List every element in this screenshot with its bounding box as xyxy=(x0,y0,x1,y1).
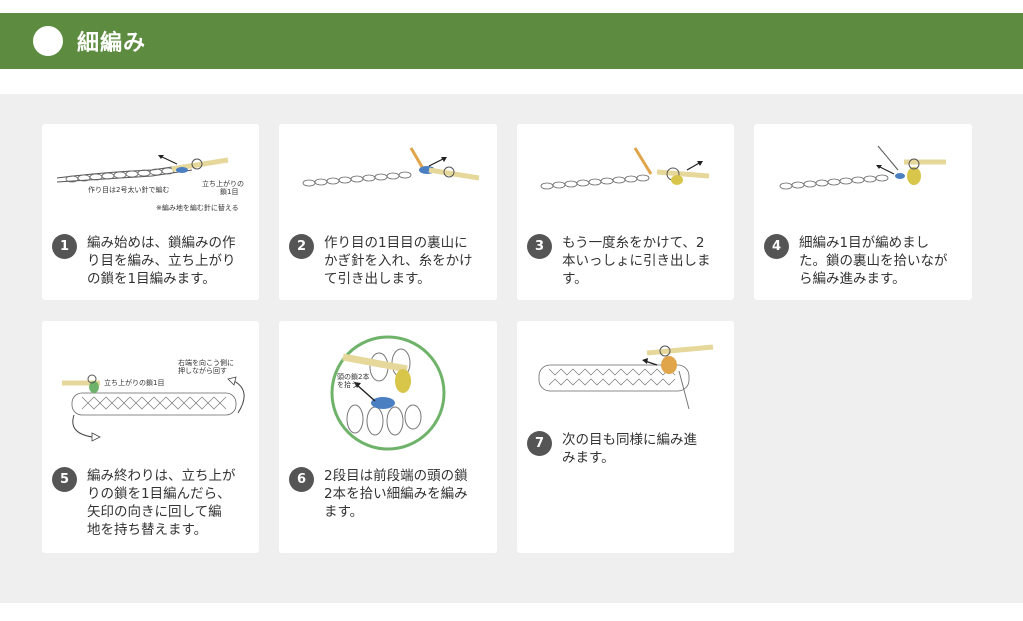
page-header: 細編み xyxy=(0,13,1023,69)
step-card-7: 7 次の目も同様に編み進 みます。 xyxy=(517,321,734,553)
label-push-right-end-2: 押しながら回す xyxy=(178,366,227,375)
label-turning-chain: 立ち上がりの xyxy=(202,179,244,188)
step-number-badge: 7 xyxy=(527,431,552,456)
continue-row-illustration xyxy=(538,344,714,410)
step-card-6: 頭の鎖2本 を拾う 6 2段目は前段端の頭の鎖 2本を拾い細編みを編み ます。 xyxy=(279,321,497,553)
single-crochet-done-illustration xyxy=(779,145,946,190)
step-text: もう一度糸をかけて、2 本いっしょに引き出しま す。 xyxy=(562,235,711,287)
step-text: 作り目の1目目の裏山に かぎ針を入れ、糸をかけ て引き出します。 xyxy=(324,235,473,287)
step-text: 2段目は前段端の頭の鎖 2本を拾い細編みを編み ます。 xyxy=(324,468,468,520)
page-title: 細編み xyxy=(77,31,147,56)
step-text: 次の目も同様に編み進 みます。 xyxy=(562,432,697,466)
label-pick-two-loops-2: を拾う xyxy=(337,380,358,389)
step-number-badge: 6 xyxy=(289,467,314,492)
label-pick-two-loops: 頭の鎖2本 xyxy=(337,372,369,381)
step-card-2: 2 作り目の1目目の裏山に かぎ針を入れ、糸をかけ て引き出します。 xyxy=(279,124,497,300)
step-text: 編み終わりは、立ち上が りの鎖を1目編んだら、 矢印の向きに回して編 地を持ち替… xyxy=(87,468,236,538)
step-number-badge: 2 xyxy=(289,234,314,259)
label-base-chain: 作り目は2号太い針で編む xyxy=(88,185,169,194)
step-card-4: 4 細編み1目が編めまし た。鎖の裏山を拾いなが ら編み進みます。 xyxy=(754,124,972,300)
label-swap-hook: ※編み地を編む針に替える xyxy=(156,203,239,212)
pick-up-loops-illustration: 頭の鎖2本 を拾う xyxy=(330,335,446,451)
insert-hook-illustration xyxy=(302,147,480,187)
pull-through-illustration xyxy=(540,147,710,190)
step-text: 編み始めは、鎖編みの作 り目を編み、立ち上がり の鎖を1目編みます。 xyxy=(87,235,236,287)
turn-work-illustration: 右端を向こう側に 押しながら回す 立ち上がりの鎖1目 xyxy=(62,358,245,442)
label-turning-chain-2: 鎖1目 xyxy=(220,187,238,196)
step-number-badge: 4 xyxy=(764,234,789,259)
step-text: 細編み1目が編めまし た。鎖の裏山を拾いなが ら編み進みます。 xyxy=(799,235,948,287)
step-card-5: 右端を向こう側に 押しながら回す 立ち上がりの鎖1目 5 編み終わりは、立ち上が… xyxy=(42,321,259,553)
label-push-right-end: 右端を向こう側に xyxy=(178,358,234,367)
header-circle-icon xyxy=(33,26,63,56)
step-card-1: 作り目は2号太い針で編む 立ち上がりの 鎖1目 ※編み地を編む針に替える 1 編… xyxy=(42,124,259,300)
step-number-badge: 3 xyxy=(527,234,552,259)
step-number-badge: 1 xyxy=(52,234,77,259)
step-card-3: 3 もう一度糸をかけて、2 本いっしょに引き出しま す。 xyxy=(517,124,734,300)
label-turning-chain: 立ち上がりの鎖1目 xyxy=(104,378,164,387)
chain-start-illustration: 作り目は2号太い針で編む 立ち上がりの 鎖1目 ※編み地を編む針に替える xyxy=(56,155,244,212)
step-number-badge: 5 xyxy=(52,467,77,492)
steps-panel: 作り目は2号太い針で編む 立ち上がりの 鎖1目 ※編み地を編む針に替える 1 編… xyxy=(0,94,1023,603)
